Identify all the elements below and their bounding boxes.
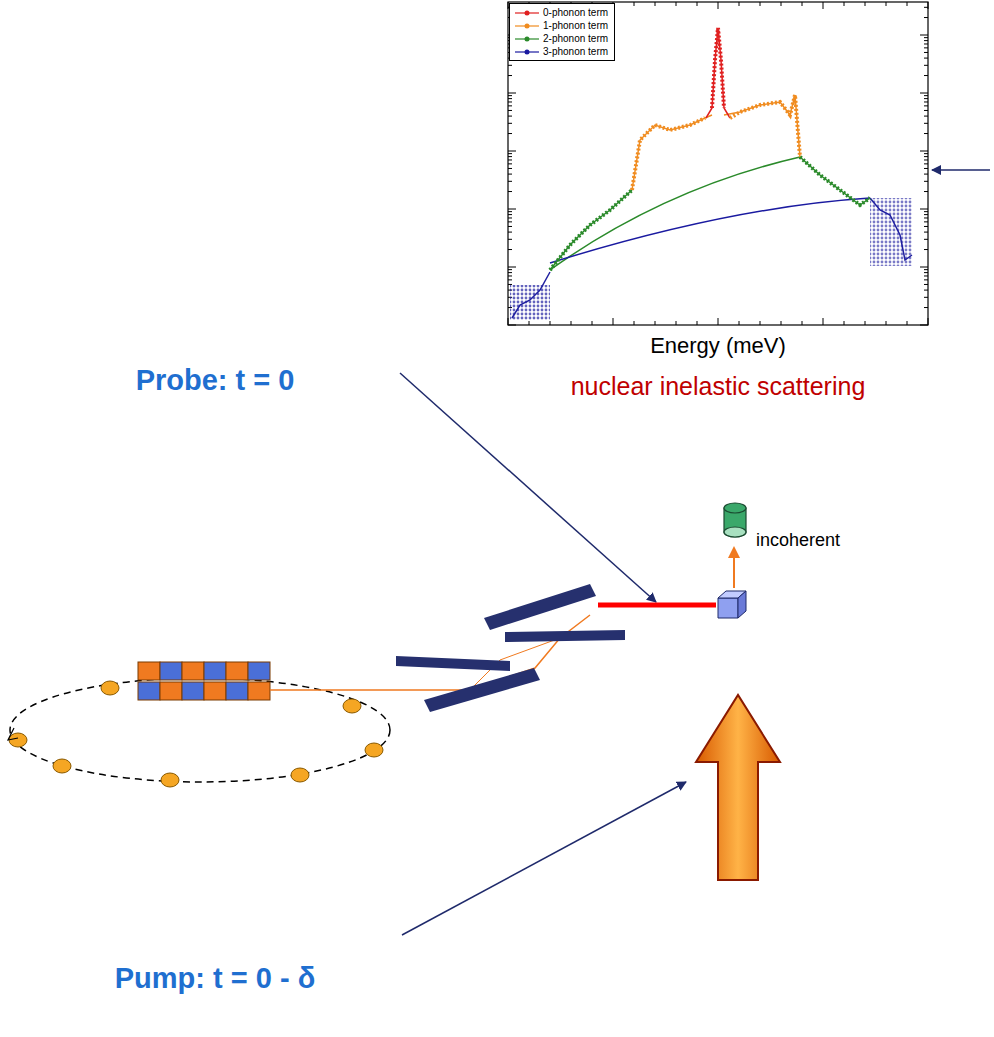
legend-text: 2-phonon term	[543, 33, 608, 44]
pump-leader	[402, 782, 686, 935]
storage-ring	[8, 678, 390, 787]
chart-curves	[512, 28, 912, 318]
probe-label: Probe: t = 0	[136, 364, 295, 397]
legend-row: 1-phonon term	[514, 19, 608, 32]
pointer-arrow	[932, 169, 990, 171]
legend-row: 3-phonon term	[514, 45, 608, 58]
pump-arrow	[696, 695, 780, 880]
detector-label: incoherent	[756, 530, 840, 551]
probe-leader	[400, 373, 656, 602]
technique-title: nuclear inelastic scattering	[571, 372, 866, 401]
undulator	[138, 662, 270, 700]
detector-cylinder	[722, 500, 748, 540]
legend-row: 0-phonon term	[514, 6, 608, 19]
legend-sample	[514, 8, 540, 18]
chart-legend: 0-phonon term 1-phonon term 2-phonon term 3…	[509, 3, 615, 61]
chart-markers	[510, 28, 912, 320]
legend-text: 1-phonon term	[543, 20, 608, 31]
sample-cube	[718, 591, 746, 618]
legend-sample	[514, 21, 540, 31]
chart-frame	[508, 2, 928, 325]
legend-sample	[514, 34, 540, 44]
legend-sample	[514, 47, 540, 57]
detector: incoherent	[722, 500, 844, 556]
legend-text: 3-phonon term	[543, 46, 608, 57]
pump-label: Pump: t = 0 - δ	[115, 962, 315, 995]
probe-beam	[598, 603, 716, 608]
legend-row: 2-phonon term	[514, 32, 608, 45]
monochromator	[270, 584, 625, 712]
legend-text: 0-phonon term	[543, 7, 608, 18]
scatter-arrow	[733, 548, 735, 588]
axis-label: Energy (meV)	[650, 333, 786, 359]
